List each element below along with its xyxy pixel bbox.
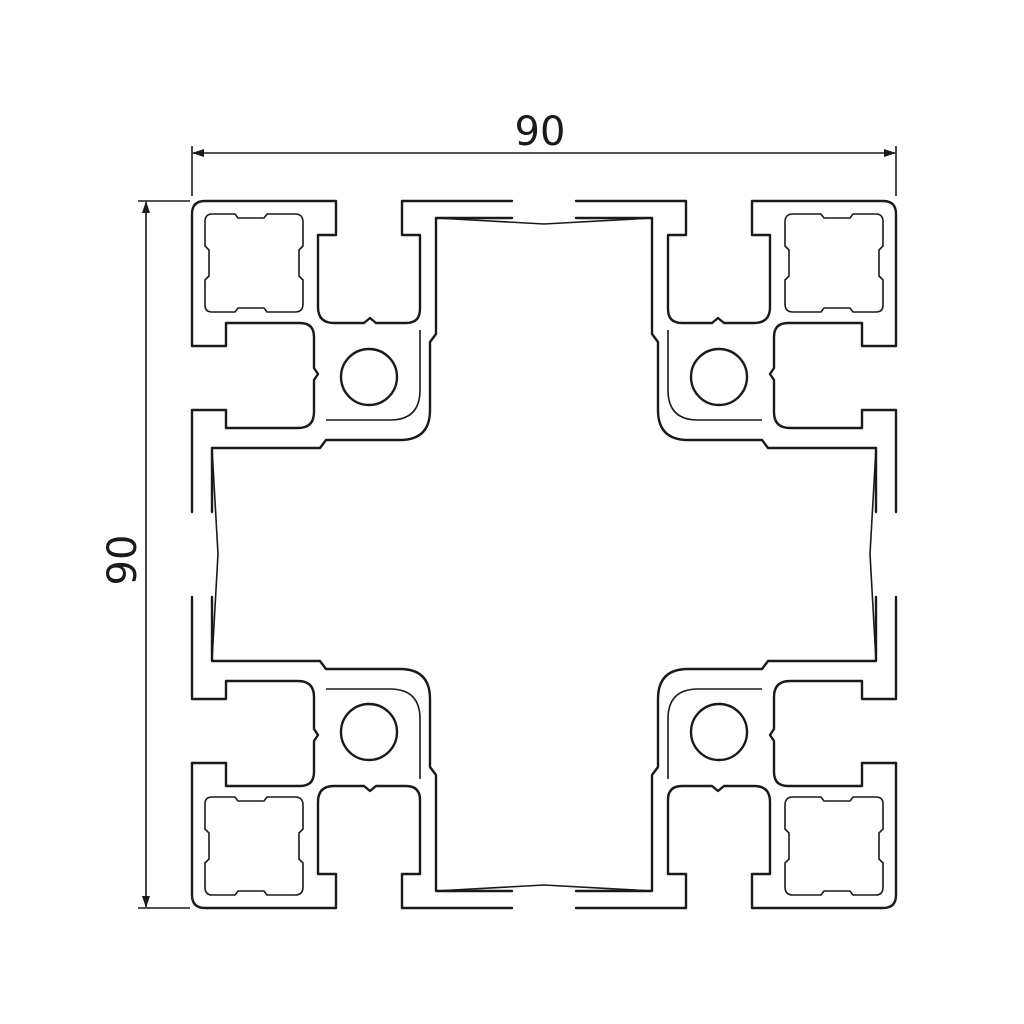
height-label: 90 [100, 535, 146, 586]
profile-quadrant-bottom-left [190, 595, 514, 910]
profile-cross-section [190, 199, 898, 910]
inner-wall-left [211, 447, 219, 662]
profile-quadrant-top-right [574, 199, 898, 514]
height-dimension: 90 [100, 200, 190, 909]
inner-wall-top [435, 217, 653, 225]
inner-wall-bottom [435, 884, 653, 892]
width-label: 90 [515, 109, 566, 155]
width-dimension: 90 [191, 109, 897, 196]
inner-wall-right [869, 447, 877, 662]
profile-quadrant-top-left [190, 199, 514, 514]
profile-quadrant-bottom-right [574, 595, 898, 910]
